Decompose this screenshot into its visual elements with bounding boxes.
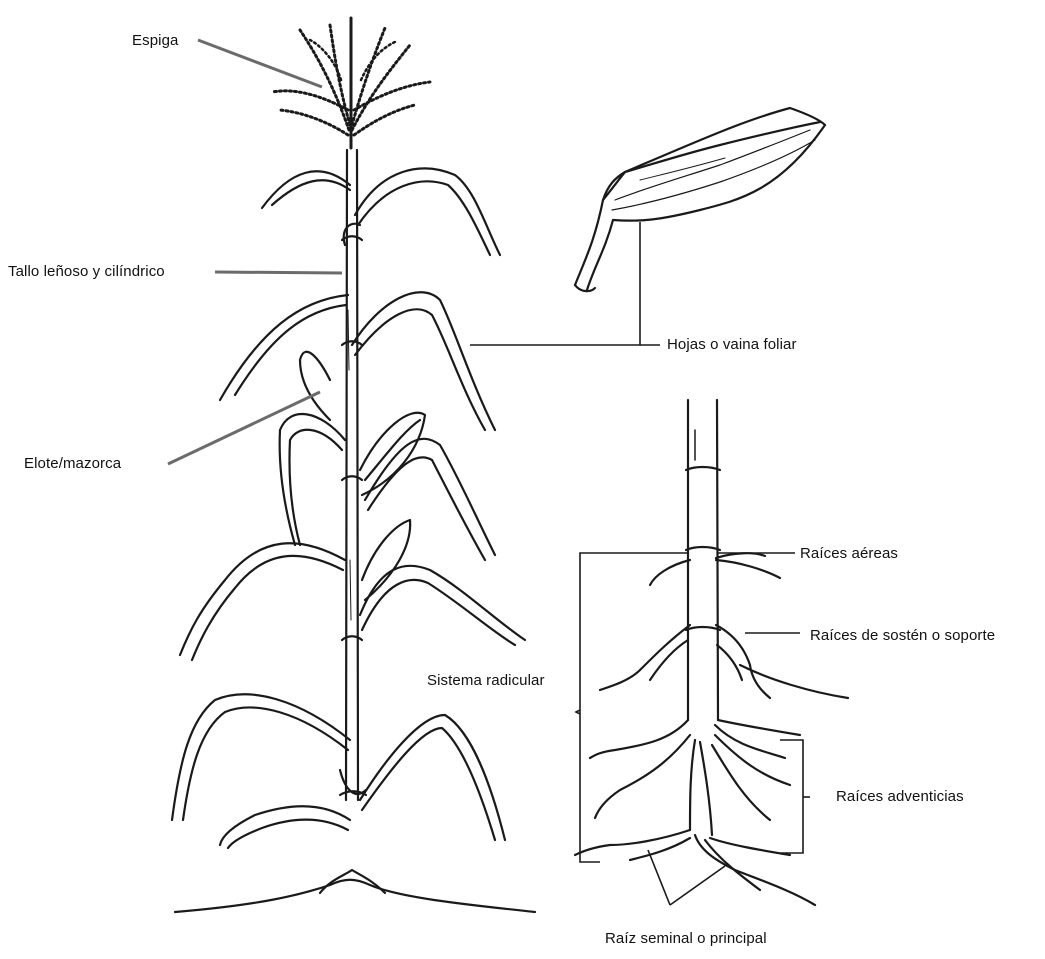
label-sistema-radicular: Sistema radicular	[427, 672, 545, 689]
leaves-illustration	[172, 168, 525, 848]
leader-hojas	[470, 222, 640, 345]
root-system-illustration	[575, 400, 848, 905]
leader-tallo	[215, 272, 342, 273]
leader-elote	[168, 392, 320, 464]
label-raices-adventicias: Raíces adventicias	[836, 788, 964, 805]
label-hojas: Hojas o vaina foliar	[667, 336, 797, 353]
label-raiz-seminal: Raíz seminal o principal	[605, 930, 767, 947]
leaf-detail-illustration	[575, 108, 825, 291]
tassel-illustration	[272, 15, 430, 148]
stalk-illustration	[340, 150, 366, 800]
bracket-lines	[470, 222, 810, 905]
leader-seminal-left	[648, 850, 670, 905]
label-espiga: Espiga	[132, 32, 178, 49]
leader-lines	[168, 40, 342, 464]
label-raices-sosten: Raíces de sostén o soporte	[810, 627, 995, 644]
leader-espiga	[198, 40, 322, 87]
label-raices-aereas: Raíces aéreas	[800, 545, 898, 562]
label-elote: Elote/mazorca	[24, 455, 121, 472]
ground-line	[175, 870, 535, 912]
label-tallo: Tallo leñoso y cilíndrico	[8, 263, 165, 280]
leader-seminal-right	[670, 866, 725, 905]
